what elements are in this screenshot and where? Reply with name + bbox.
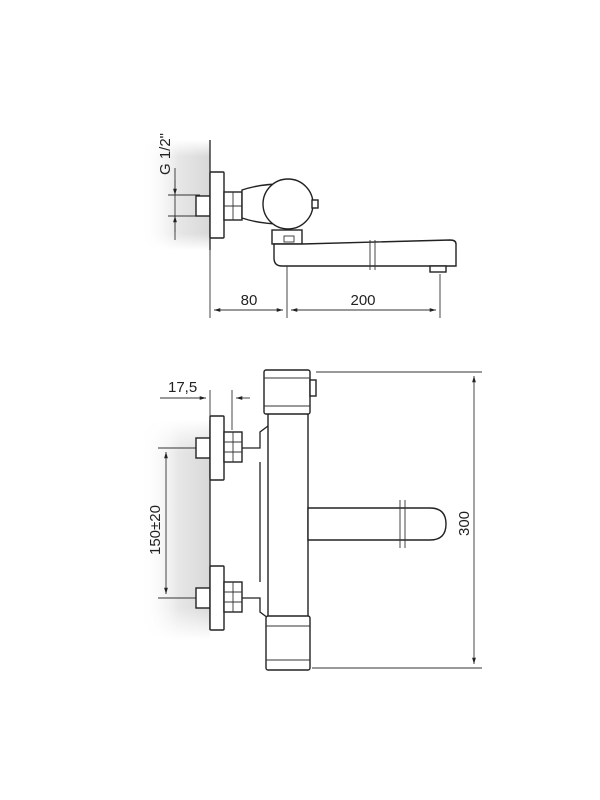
spout-side <box>273 239 457 267</box>
safety-button <box>309 379 317 397</box>
thermostat-handle <box>263 369 311 415</box>
spout-outlet <box>429 265 447 273</box>
lower-arm <box>242 597 269 619</box>
spacing-label: 150±20 <box>147 505 164 555</box>
spacing-dimension: 150±20 <box>147 447 196 599</box>
thread-dimension: G 1/2" <box>157 133 200 240</box>
height-dimension: 300 <box>312 371 482 669</box>
inlet-stub <box>195 195 211 217</box>
front-view: 17,5 150±20 <box>140 369 482 671</box>
height-label: 300 <box>456 511 473 536</box>
upper-inlet <box>195 415 243 481</box>
lower-inlet <box>195 565 243 631</box>
offset-dimension: 17,5 <box>160 379 250 430</box>
thread-label: G 1/2" <box>157 133 174 175</box>
spout-front <box>307 507 447 541</box>
mixer-body-front <box>267 409 309 621</box>
side-view: G 1/2" 80 200 <box>140 133 457 318</box>
handle-knob-side <box>262 178 314 230</box>
depth-label: 80 <box>241 292 258 309</box>
spout-length-label: 200 <box>350 292 375 309</box>
wall-flange <box>209 171 225 239</box>
depth-dimension: 80 200 <box>209 250 441 318</box>
upper-arm <box>242 425 269 449</box>
flow-handle <box>265 615 311 671</box>
offset-label: 17,5 <box>168 379 197 396</box>
